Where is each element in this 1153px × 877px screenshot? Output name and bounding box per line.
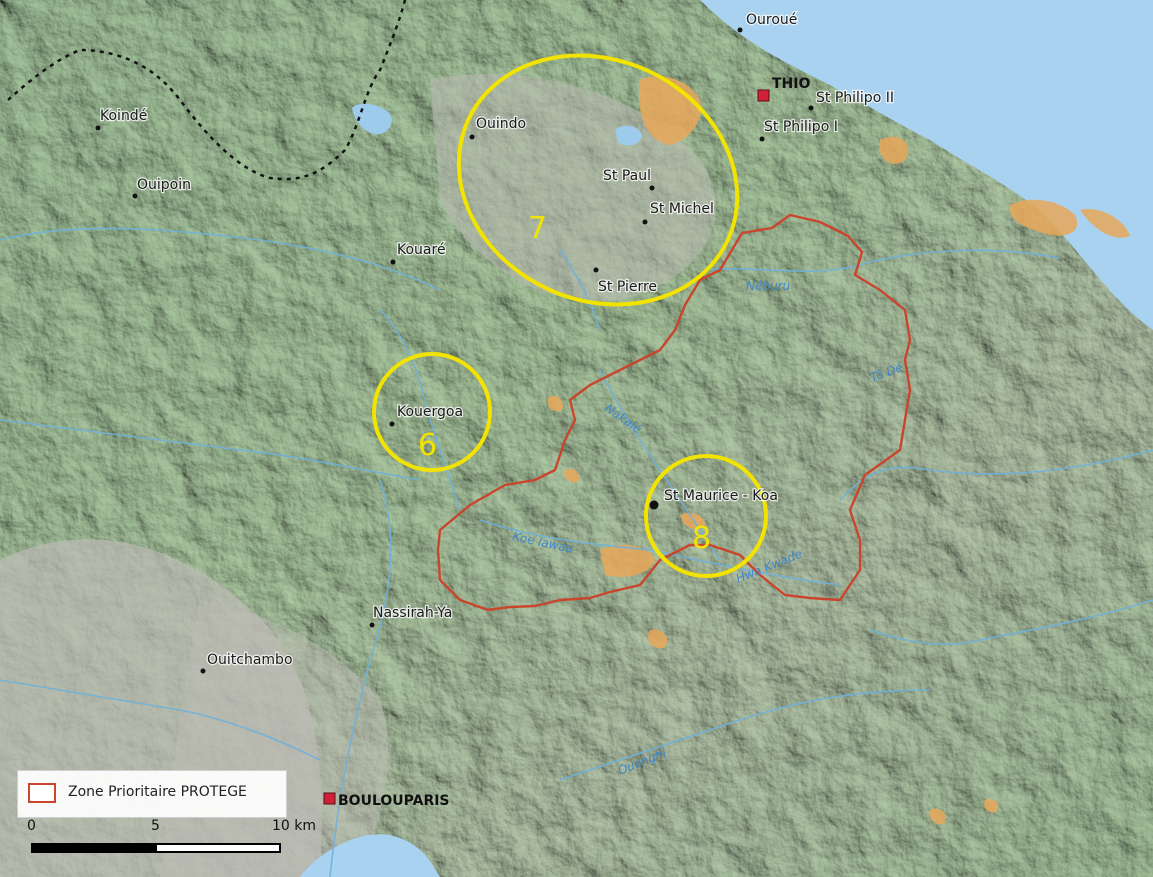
- river-neburu-label: Néburu: [746, 279, 791, 293]
- scale-bar-white: [155, 843, 281, 853]
- place-koinde-label: Koindé: [100, 108, 147, 124]
- scale-bar-black: [31, 843, 157, 853]
- place-kouare-label: Kouaré: [397, 242, 446, 258]
- bay-south: [300, 834, 440, 877]
- place-markers: [95, 27, 814, 674]
- place-st-maurice-koa-label: St Maurice - Koa: [664, 488, 778, 504]
- place-ouroue-label: Ouroué: [746, 12, 797, 28]
- map-legend: Zone Prioritaire PROTEGE: [17, 770, 287, 818]
- mining-areas: [547, 76, 1130, 825]
- scale-tick-10: 10 km: [272, 818, 317, 834]
- zone-8-circle: [644, 454, 768, 578]
- place-st-philipo-ii-label: St Philipo II: [816, 90, 894, 106]
- legend-zone-swatch: [28, 783, 56, 803]
- scale-tick-5: 5: [151, 818, 160, 834]
- priority-zone-outline: [436, 213, 912, 612]
- zone-6-label: 6: [418, 428, 437, 463]
- rivers: [0, 227, 1153, 877]
- place-nassirah-ya-label: Nassirah-Ya: [373, 605, 452, 621]
- place-ouindo-label: Ouindo: [476, 116, 526, 132]
- place-st-philipo-i-label: St Philipo I: [764, 119, 838, 135]
- place-thio-label: THIO: [772, 76, 810, 92]
- scale-tick-0: 0: [27, 818, 36, 834]
- place-st-michel-label: St Michel: [650, 201, 714, 217]
- place-st-pierre-label: St Pierre: [598, 279, 657, 295]
- zone-6-circle: [372, 352, 492, 472]
- place-boulouparis-label: BOULOUPARIS: [338, 793, 450, 809]
- legend-zone-label: Zone Prioritaire PROTEGE: [68, 784, 247, 800]
- place-ouitchambo-label: Ouitchambo: [207, 652, 293, 668]
- place-ouipoin-label: Ouipoin: [137, 177, 191, 193]
- thio-marker: [757, 89, 770, 102]
- zone-7-label: 7: [528, 211, 547, 246]
- lake-2: [615, 125, 642, 146]
- place-kouergoa-label: Kouergoa: [397, 404, 463, 420]
- sea: [700, 0, 1153, 330]
- lowland-central: [430, 73, 716, 302]
- zone-8-label: 8: [692, 521, 711, 556]
- zone-7-circle: [456, 53, 740, 307]
- place-st-paul-label: St Paul: [603, 168, 651, 184]
- boulouparis-marker: [323, 792, 336, 805]
